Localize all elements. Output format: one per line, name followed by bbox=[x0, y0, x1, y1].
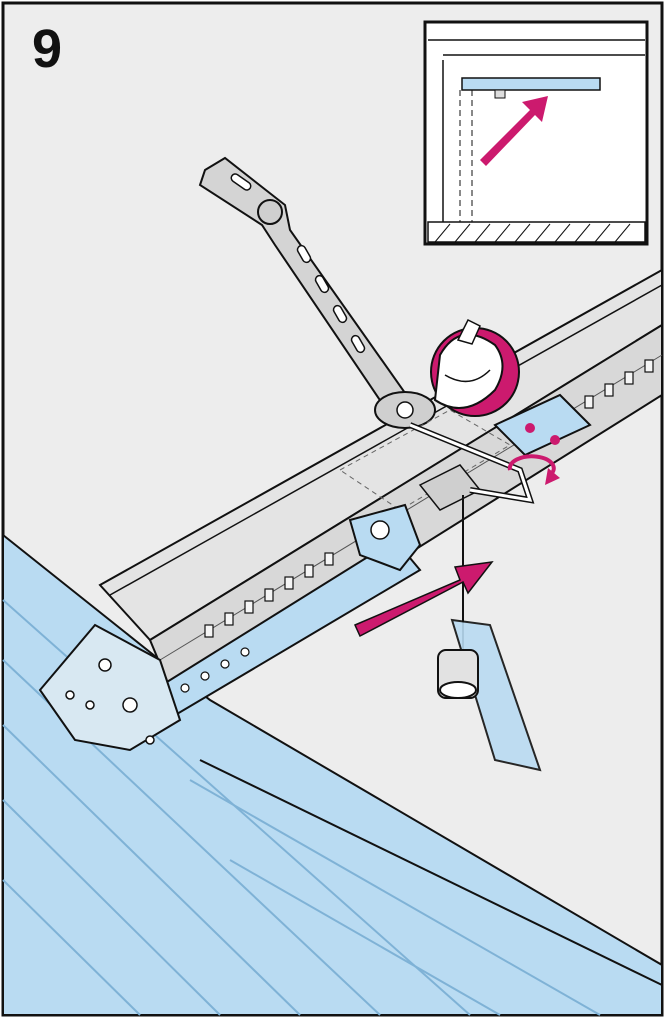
door-bracket bbox=[38, 623, 182, 752]
trolley-carriage bbox=[339, 393, 592, 511]
rotate-arrow-icon bbox=[507, 454, 556, 477]
hanger-bracket bbox=[198, 156, 436, 429]
rotate-arrowhead bbox=[545, 468, 560, 485]
hex-key bbox=[408, 422, 535, 504]
inset-detail-icon bbox=[423, 20, 649, 246]
emergency-release-cord bbox=[437, 495, 542, 772]
step-number: 9 bbox=[32, 19, 63, 79]
direction-arrow-icon bbox=[354, 561, 494, 638]
hand-rotate-icon bbox=[430, 318, 520, 417]
